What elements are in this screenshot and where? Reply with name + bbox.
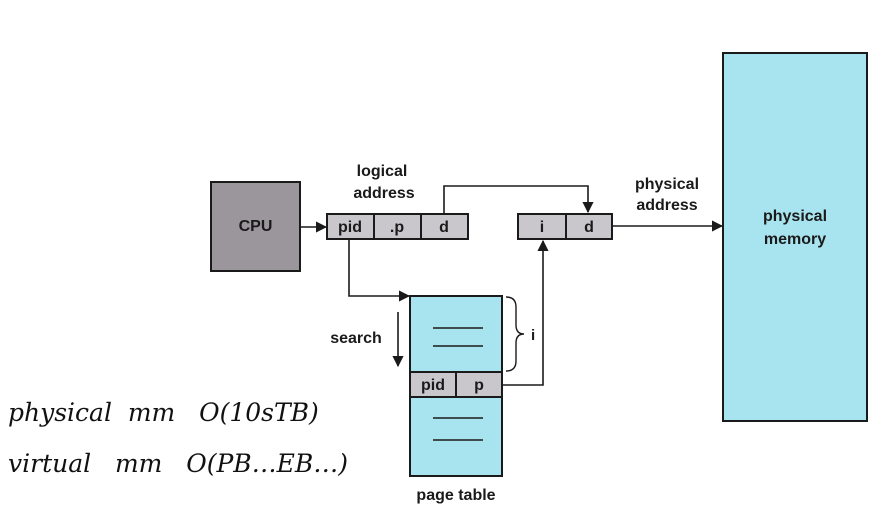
page-table: pid p (409, 295, 503, 477)
page-table-entry-p-label: p (474, 377, 484, 394)
cpu-block: CPU (210, 181, 301, 272)
physical-address-title-line1: physical (635, 176, 699, 193)
logical-address-title-line2: address (353, 185, 414, 202)
logical-field-d: d (439, 219, 449, 236)
physical-memory-label-line2: memory (764, 231, 826, 248)
physical-memory-block: physical memory (722, 52, 868, 422)
page-table-label: page table (416, 487, 495, 504)
physical-memory-label-line1: physical (763, 208, 827, 225)
cpu-label: CPU (239, 218, 273, 235)
index-brace (505, 296, 525, 372)
handwritten-note-physical: physical mm O(10sTB) (8, 398, 319, 427)
logical-address-title-line1: logical (357, 163, 408, 180)
physical-address-title-line2: address (636, 197, 697, 214)
handwritten-note-virtual: virtual mm O(PB…EB…) (8, 449, 348, 478)
physical-field-d: d (584, 219, 594, 236)
physical-field-i: i (540, 219, 544, 236)
logical-field-p: .p (390, 219, 404, 236)
logical-field-pid: pid (338, 219, 362, 236)
offset-d-arrow (443, 185, 594, 214)
page-table-entry-pid-label: pid (421, 377, 445, 394)
pid-to-page-table-arrow (348, 239, 411, 302)
physical-address-register: i d (517, 213, 613, 240)
frame-to-physical-arrow (502, 239, 549, 386)
index-label: i (531, 327, 535, 344)
search-label: search (330, 330, 382, 347)
logical-address-register: pid .p d (326, 213, 469, 240)
